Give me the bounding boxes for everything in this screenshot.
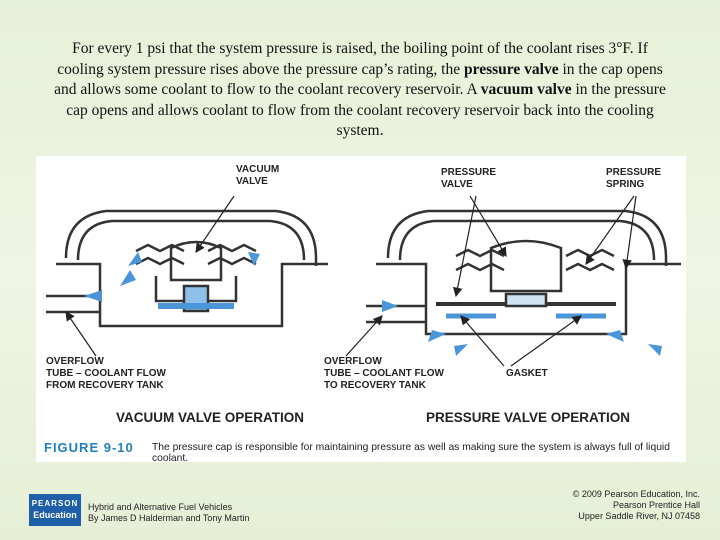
publisher-location: Upper Saddle River, NJ 07458 [578, 511, 700, 521]
book-authors: By James D Halderman and Tony Martin [88, 513, 250, 523]
left-vacuum-valve-body [169, 240, 223, 282]
intro-term-pressure-valve: pressure valve [464, 60, 559, 78]
pressure-cap-figure: VACUUM VALVE PRESSURE VALVE PRESSURE SPR… [36, 156, 686, 464]
footer-copyright: © 2009 Pearson Education, Inc. Pearson P… [573, 489, 700, 522]
right-pressure-spring [455, 248, 615, 258]
intro-text-1: For every 1 psi that the system pressure… [57, 40, 648, 78]
logo-line-2: Education [33, 510, 77, 520]
label-pressure-valve: PRESSURE VALVE [441, 167, 497, 190]
label-overflow-from-tank: OVERFLOW TUBE – COOLANT FLOW FROM RECOVE… [46, 356, 166, 391]
logo-line-1: PEARSON [31, 499, 79, 508]
intro-text-2: in the cap opens and allows some coolant… [54, 60, 663, 99]
footer-book-info: Hybrid and Alternative Fuel Vehicles By … [88, 502, 249, 524]
pressure-valve-operation-title: PRESSURE VALVE OPERATION [426, 410, 631, 425]
intro-text-3: in the pressure cap opens and allows coo… [66, 81, 666, 139]
copyright-text: © 2009 Pearson Education, Inc. [572, 489, 700, 499]
right-filler-neck [424, 274, 628, 336]
label-vacuum-valve: VACUUM VALVE [236, 164, 280, 187]
intro-paragraph: For every 1 psi that the system pressure… [50, 39, 670, 142]
figure-caption: The pressure cap is responsible for main… [152, 442, 670, 464]
label-overflow-to-tank: OVERFLOW TUBE – COOLANT FLOW TO RECOVERY… [324, 356, 444, 391]
publisher-text: Pearson Prentice Hall [612, 500, 700, 510]
book-title: Hybrid and Alternative Fuel Vehicles [88, 502, 233, 512]
right-pressure-valve-body [489, 239, 563, 293]
figure-number: FIGURE 9-10 [44, 440, 134, 455]
right-cap-housing [386, 209, 668, 266]
pearson-logo: PEARSON Education [29, 494, 81, 526]
right-overflow-tube [366, 304, 426, 324]
label-gasket: GASKET [506, 368, 548, 379]
label-pressure-spring: PRESSURE SPRING [606, 167, 662, 190]
vacuum-valve-operation-title: VACUUM VALVE OPERATION [116, 410, 305, 425]
intro-term-vacuum-valve: vacuum valve [480, 81, 572, 98]
left-pressure-spring [135, 243, 257, 253]
left-cap-housing [64, 209, 318, 266]
pressure-cap-illustration [46, 195, 681, 367]
